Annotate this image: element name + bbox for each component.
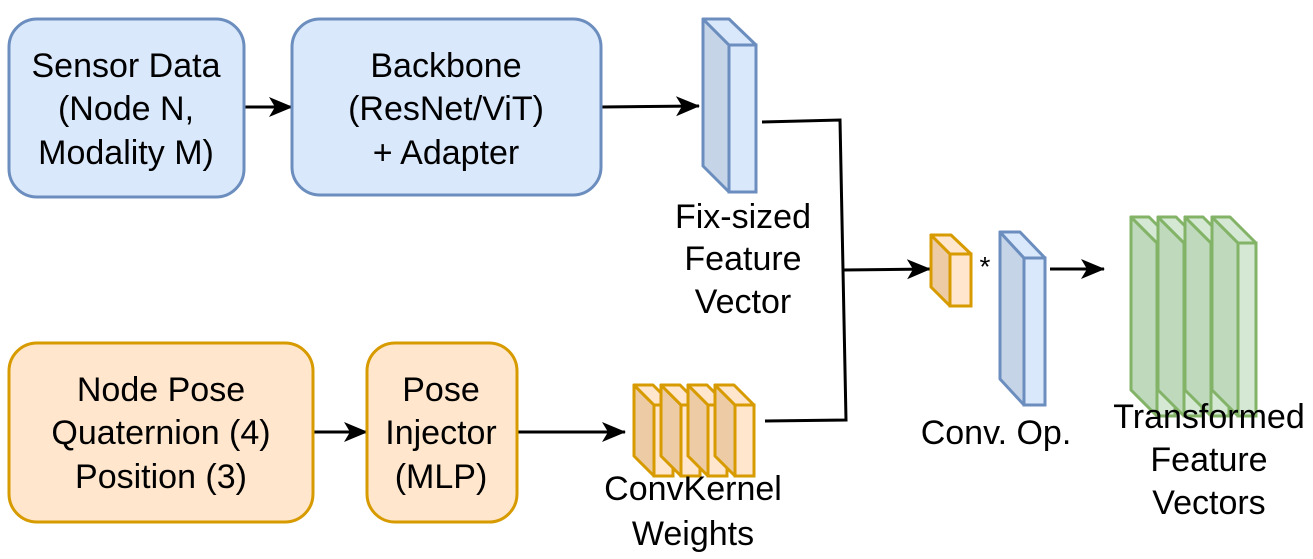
output-slab-4-front (1236, 241, 1258, 418)
pose-injector-line-3: (MLP) (395, 458, 488, 496)
kernel-cube-4 (713, 383, 756, 478)
edge-backbone-to-feature (600, 96, 700, 117)
transformed-label-1: Transformed (1113, 398, 1304, 436)
edge-merge-to-convop (842, 259, 931, 280)
node-backbone: Backbone (ResNet/ViT) + Adapter (290, 17, 603, 197)
backbone-line-1: Backbone (370, 47, 521, 85)
feature-vector-label-1: Fix-sized (675, 198, 811, 236)
backbone-line-2: (ResNet/ViT) (348, 90, 544, 128)
node-sensor-data: Sensor Data (Node N, Modality M) (7, 17, 246, 199)
backbone-line-3: + Adapter (373, 134, 520, 172)
conv-kernel-label-1: ConvKernel (604, 470, 782, 508)
conv-kernel-label-2: Weights (632, 515, 754, 553)
sensor-data-line-1: Sensor Data (32, 47, 221, 85)
conv-op-feature-slab (998, 230, 1047, 407)
node-pose-line-2: Quaternion (4) (51, 414, 270, 452)
pose-injector-box (365, 341, 519, 524)
pose-injector-line-2: Injector (385, 414, 497, 452)
feature-vector-block (701, 17, 758, 194)
node-pose-line-1: Node Pose (77, 371, 245, 409)
pose-injector-line-1: Pose (402, 371, 480, 409)
sensor-data-line-3: Modality M) (38, 134, 214, 172)
output-slab-4 (1210, 215, 1258, 418)
backbone-box (290, 17, 603, 197)
multiply-symbol: * (980, 251, 991, 282)
node-pose-box (7, 341, 315, 524)
conv-op-kernel-cube (929, 233, 973, 308)
output-slab-3-side (1183, 215, 1213, 418)
node-pose-line-3: Position (3) (75, 458, 247, 496)
transformed-feature-stack (1129, 215, 1258, 418)
node-node-pose: Node Pose Quaternion (4) Position (3) (7, 341, 315, 524)
feature-vector-front (727, 43, 758, 194)
transformed-label-3: Vectors (1152, 484, 1265, 522)
edges (244, 96, 1105, 442)
conv-op-label: Conv. Op. (921, 414, 1072, 452)
conv-kernel-stack (632, 383, 756, 478)
transformed-label-2: Feature (1150, 441, 1267, 479)
feature-vector-label-3: Vector (695, 283, 791, 321)
output-slab-4-side (1210, 215, 1240, 418)
conv-op-feature-front (1022, 256, 1047, 407)
node-pose-injector: Pose Injector (MLP) (365, 341, 519, 524)
feature-vector-label-2: Feature (684, 240, 801, 278)
kernel-cube-4-front (733, 403, 756, 478)
sensor-data-box (7, 17, 246, 199)
feature-vector-side (701, 17, 731, 194)
sensor-data-line-2: (Node N, (58, 90, 194, 128)
output-slab-1-side (1129, 215, 1159, 418)
conv-op-kernel-front (948, 252, 973, 308)
output-slab-2-side (1156, 215, 1186, 418)
conv-op-feature-side (998, 230, 1026, 407)
